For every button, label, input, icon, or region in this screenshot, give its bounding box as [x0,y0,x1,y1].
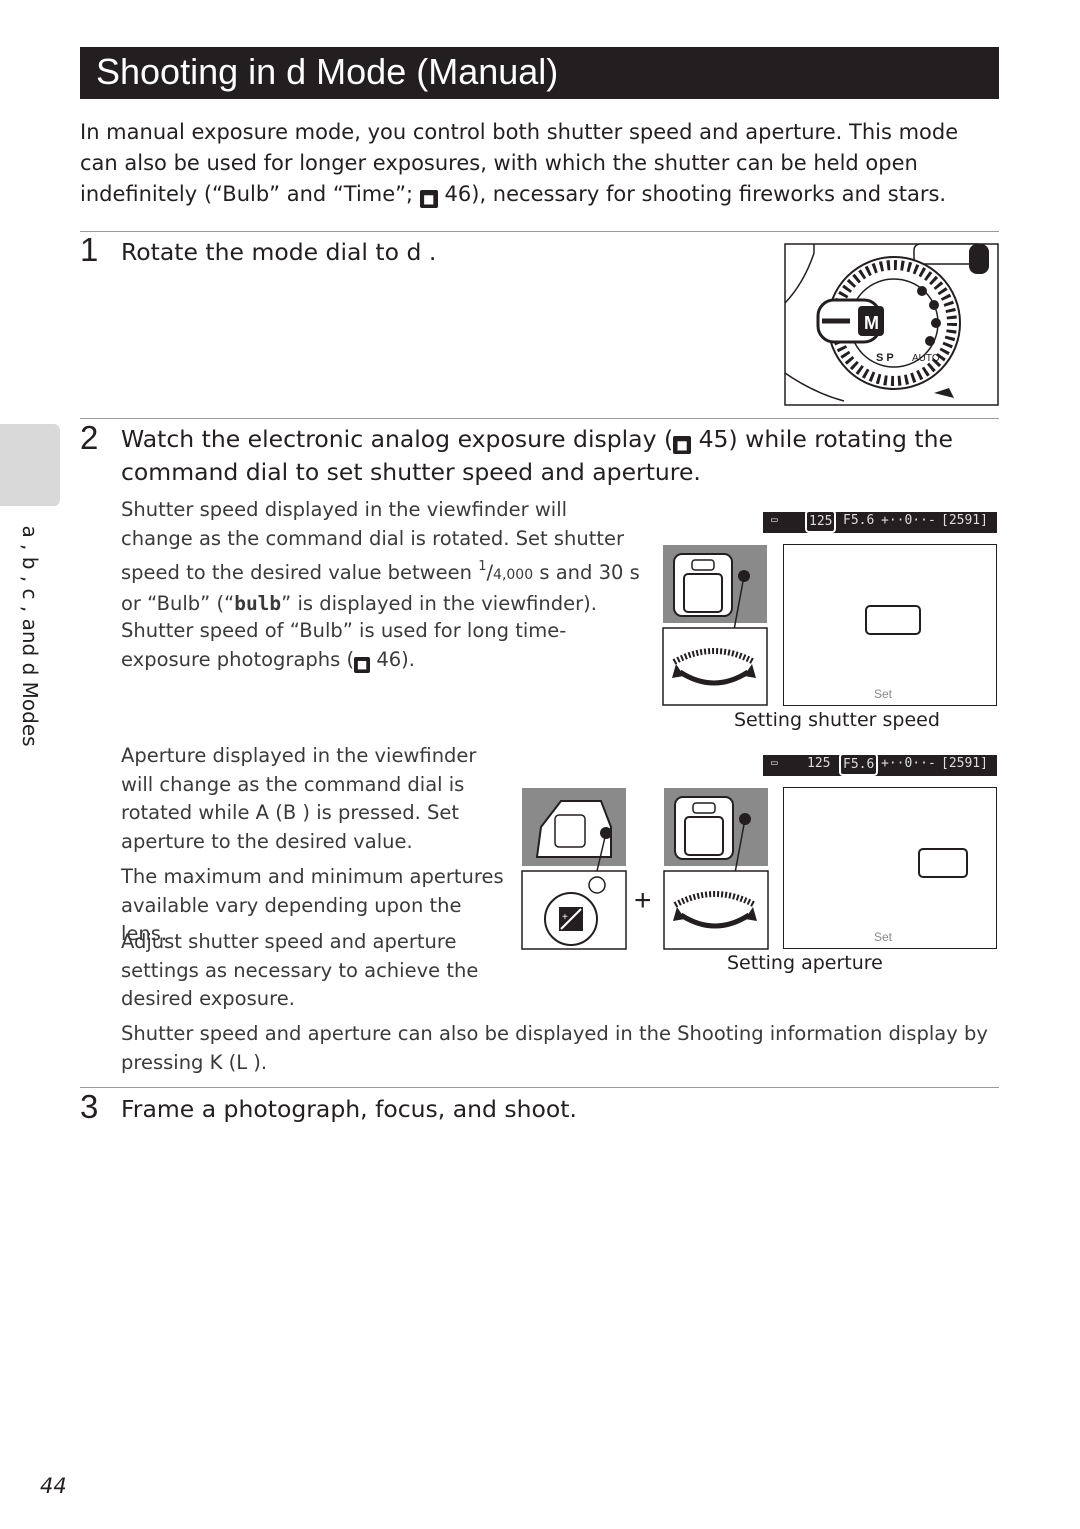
command-dial-illustration [663,788,769,950]
aperture-limits-paragraph: The maximum and minimum apertures availa… [121,865,504,945]
step-title-text: ) while rotating the [728,425,953,453]
plus-sign: + [634,884,652,917]
lcd-shutter-speed: 125 [807,756,831,771]
divider [80,418,999,419]
viewfinder-lcd-aperture: ▭ 125 F5.6 +··0··- [2591] [763,753,997,776]
fraction-denominator: 4,000 [493,567,534,583]
intro-ref-page: 46 [444,182,472,206]
shutter-speed-paragraph: Shutter speed displayed in the viewfinde… [121,498,640,615]
section-title-bar: Shooting in d Mode (Manual) [80,47,999,99]
step-number: 3 [80,1088,99,1125]
lcd-frame-count: [2591] [941,513,988,528]
paragraph-text: Shutter speed of “Bulb” is used for long… [121,619,567,671]
intro-text-2: ), necessary for shooting fireworks and … [471,182,947,206]
intro-paragraph: In manual exposure mode, you control bot… [80,117,990,210]
paragraph-text: ” is displayed in the viewfinder). [281,591,597,615]
caption-shutter: Setting shutter speed [734,709,940,731]
battery-icon: ▭ [771,756,778,769]
paragraph-text: ). [401,647,415,671]
step-title-line-2: command dial to set shutter speed and ap… [121,458,701,486]
paragraph-ref-page: 46 [376,647,402,671]
svg-text:AUTO: AUTO [912,353,940,364]
focus-frame [918,848,968,878]
battery-icon: ▭ [771,513,778,526]
step-title: Rotate the mode dial to d . [121,238,437,266]
aperture-paragraph: Aperture displayed in the viewfinder wil… [121,744,477,853]
exposure-button-illustration: + [521,788,627,950]
viewfinder-lcd-shutter: ▭ 125 F5.6 +··0··- [2591] [763,510,997,533]
set-label: Set [874,930,893,944]
info-display-paragraph: Shutter speed and aperture can also be d… [121,1022,988,1074]
lcd-aperture: F5.6 [839,753,879,776]
set-label: Set [874,687,893,701]
intro-text-1: In manual exposure mode, you control bot… [80,120,959,206]
page-reference-icon: ■ [354,656,371,673]
chapter-tab-label: a , b , c , and d Modes [18,525,42,747]
page-title: Shooting in d Mode (Manual) [96,51,559,92]
step-title: Frame a photograph, focus, and shoot. [121,1095,577,1123]
step-ref-page: 45 [698,425,729,453]
exposure-indicator-icon: +··0··- [881,756,936,771]
chapter-tab [0,424,60,506]
step-number: 2 [80,419,99,456]
lcd-shutter-speed: 125 [805,510,837,533]
svg-text:M: M [864,313,879,333]
command-dial-illustration [662,545,768,706]
focus-frame [865,605,921,635]
bulb-display-glyph: bulb [234,591,282,615]
bulb-paragraph: Shutter speed of “Bulb” is used for long… [121,617,641,674]
viewfinder-frame-shutter: Set [783,544,997,706]
fraction-numerator: 1 [478,559,487,574]
page-reference-icon: ■ [419,190,438,208]
paragraph-text: Shutter speed displayed in the viewfinde… [121,498,625,584]
mode-dial-illustration: M S P AUTO [784,243,999,406]
step-number: 1 [80,231,99,268]
paragraph-text: s and 30 s or “Bulb” (“ [121,561,640,615]
lcd-frame-count: [2591] [941,756,988,771]
step-title-line-1: Watch the electronic analog exposure dis… [121,423,953,456]
page-reference-icon: ■ [673,436,692,454]
divider [80,1087,999,1088]
divider [80,231,999,232]
exposure-indicator-icon: +··0··- [881,513,936,528]
lcd-aperture: F5.6 [843,513,875,528]
adjust-paragraph: Adjust shutter speed and aperture settin… [121,930,479,1010]
step-title-text: Watch the electronic analog exposure dis… [121,425,674,453]
page-number: 44 [40,1474,67,1498]
viewfinder-frame-aperture: Set [783,787,997,949]
svg-text:S P: S P [876,352,894,364]
caption-aperture: Setting aperture [727,952,883,974]
svg-text:+: + [562,912,568,923]
